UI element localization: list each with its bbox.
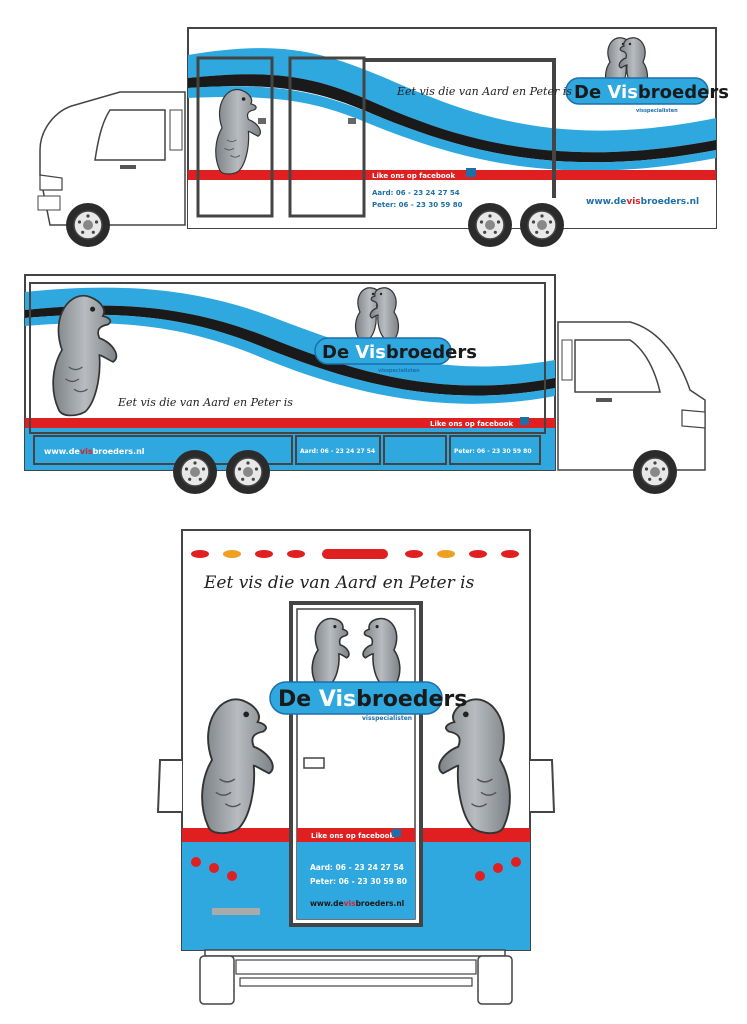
- website-rear: www.devisbroeders.nl: [310, 899, 404, 908]
- svg-text:De Visbroeders: De Visbroeders: [574, 82, 729, 103]
- truck-side-view-left: De Visbroeders visspecialisten Eet vis d…: [37, 27, 729, 248]
- website-truck2: www.devisbroeders.nl: [44, 447, 145, 456]
- phone-peter-truck1: Peter: 06 - 23 30 59 80: [372, 201, 463, 209]
- slogan-truck2: Eet vis die van Aard en Peter is: [117, 396, 293, 409]
- svg-text:visspecialisten: visspecialisten: [636, 108, 678, 114]
- truck-rear-view: Eet vis die van Aard en Peter is De Visb…: [156, 529, 556, 1005]
- svg-text:De Visbroeders: De Visbroeders: [278, 687, 467, 712]
- phone-aard-truck2: Aard: 06 - 23 24 27 54: [300, 448, 375, 455]
- facebook-truck1: Like ons op facebook: [372, 172, 455, 180]
- thumbs-up-icon: [520, 417, 529, 425]
- slogan-rear: Eet vis die van Aard en Peter is: [203, 573, 475, 593]
- svg-text:De Visbroeders: De Visbroeders: [322, 342, 477, 363]
- phone-peter-truck2: Peter: 06 - 23 30 59 80: [454, 448, 532, 455]
- phone-aard-rear: Aard: 06 - 23 24 27 54: [310, 863, 404, 872]
- facebook-rear: Like ons op facebook: [311, 832, 394, 840]
- truck-side-view-right: De Visbroeders visspecialisten Eet vis d…: [24, 274, 706, 495]
- svg-text:visspecialisten: visspecialisten: [362, 715, 412, 722]
- svg-text:visspecialisten: visspecialisten: [378, 368, 420, 374]
- thumbs-up-icon: [466, 168, 476, 177]
- slogan-truck1: Eet vis die van Aard en Peter is: [396, 85, 572, 98]
- website-truck1: www.devisbroeders.nl: [586, 197, 699, 207]
- logo-rear: De Visbroeders visspecialisten: [269, 617, 467, 722]
- phone-aard-truck1: Aard: 06 - 23 24 27 54: [372, 189, 460, 197]
- phone-peter-rear: Peter: 06 - 23 30 59 80: [310, 877, 407, 886]
- logo-truck1: De Visbroeders visspecialisten: [565, 37, 729, 114]
- logo-truck2: De Visbroeders visspecialisten: [314, 287, 477, 374]
- thumbs-up-icon: [392, 829, 401, 837]
- facebook-truck2: Like ons op facebook: [430, 420, 513, 428]
